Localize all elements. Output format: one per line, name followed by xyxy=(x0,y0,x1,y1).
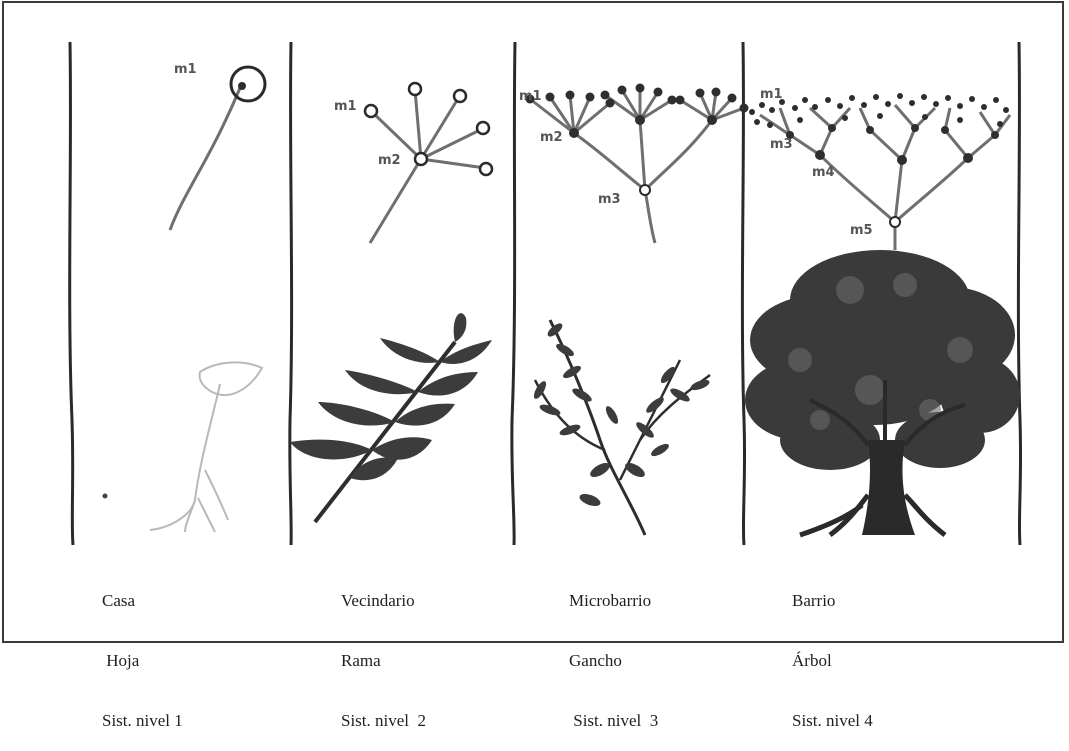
tip-node xyxy=(365,105,377,117)
caption-level-2: Vecindario Rama Sist. nivel 2 xyxy=(341,551,426,751)
leaflet xyxy=(345,370,418,394)
separator-line xyxy=(70,42,73,545)
node-label: m1 xyxy=(760,87,783,102)
hierarchy-diagram: m1 m1 m2 xyxy=(0,0,1069,647)
leaflet xyxy=(372,437,432,459)
caption-name: Vecindario xyxy=(341,591,426,611)
caption-level-3: Microbarrio Gancho Sist. nivel 3 xyxy=(569,551,658,751)
leaflet xyxy=(454,313,467,342)
caption-name: Microbarrio xyxy=(569,591,658,611)
leaf-sketch xyxy=(103,362,263,532)
node-label: m1 xyxy=(334,99,357,114)
caption-level: Sist. nivel 1 xyxy=(102,711,183,731)
separator-line xyxy=(1018,42,1020,545)
node-label: m1 xyxy=(519,89,542,104)
tip-node xyxy=(409,83,421,95)
level-1-diagram: m1 xyxy=(170,62,265,230)
caption-level: Sist. nivel 4 xyxy=(792,711,873,731)
level-3-diagram xyxy=(530,88,744,243)
tip-node xyxy=(480,163,492,175)
caption-equivalent: Hoja xyxy=(102,651,183,671)
node-label: m3 xyxy=(598,192,621,207)
node-label: m2 xyxy=(378,153,401,168)
compound-leaf-drawing xyxy=(290,313,492,522)
node-label: m3 xyxy=(770,137,793,152)
branch xyxy=(170,88,240,230)
tip-node xyxy=(454,90,466,102)
node xyxy=(238,82,246,90)
branch-drawing xyxy=(532,320,711,535)
leaflet xyxy=(290,440,372,460)
caption-name: Casa xyxy=(102,591,183,611)
caption-equivalent: Árbol xyxy=(792,651,873,671)
node-label: m5 xyxy=(850,223,873,238)
tree-drawing xyxy=(745,250,1020,535)
caption-level: Sist. nivel 3 xyxy=(569,711,658,731)
node-label: m1 xyxy=(174,62,197,77)
leaflet xyxy=(380,338,440,363)
tip-node xyxy=(477,122,489,134)
canopy-tips xyxy=(749,93,1009,128)
caption-level: Sist. nivel 2 xyxy=(341,711,426,731)
separator-line xyxy=(742,42,744,545)
separator-line xyxy=(290,42,292,545)
center-node xyxy=(415,153,427,165)
caption-level-4: Barrio Árbol Sist. nivel 4 xyxy=(792,551,873,751)
node-ring xyxy=(231,67,265,101)
caption-level-1: Casa Hoja Sist. nivel 1 xyxy=(102,551,183,751)
node-label: m4 xyxy=(812,165,835,180)
leaflet xyxy=(318,402,395,426)
node-label: m2 xyxy=(540,130,563,145)
caption-equivalent: Rama xyxy=(341,651,426,671)
caption-name: Barrio xyxy=(792,591,873,611)
caption-equivalent: Gancho xyxy=(569,651,658,671)
separator-line xyxy=(512,42,515,545)
level-4-diagram xyxy=(760,105,1010,250)
